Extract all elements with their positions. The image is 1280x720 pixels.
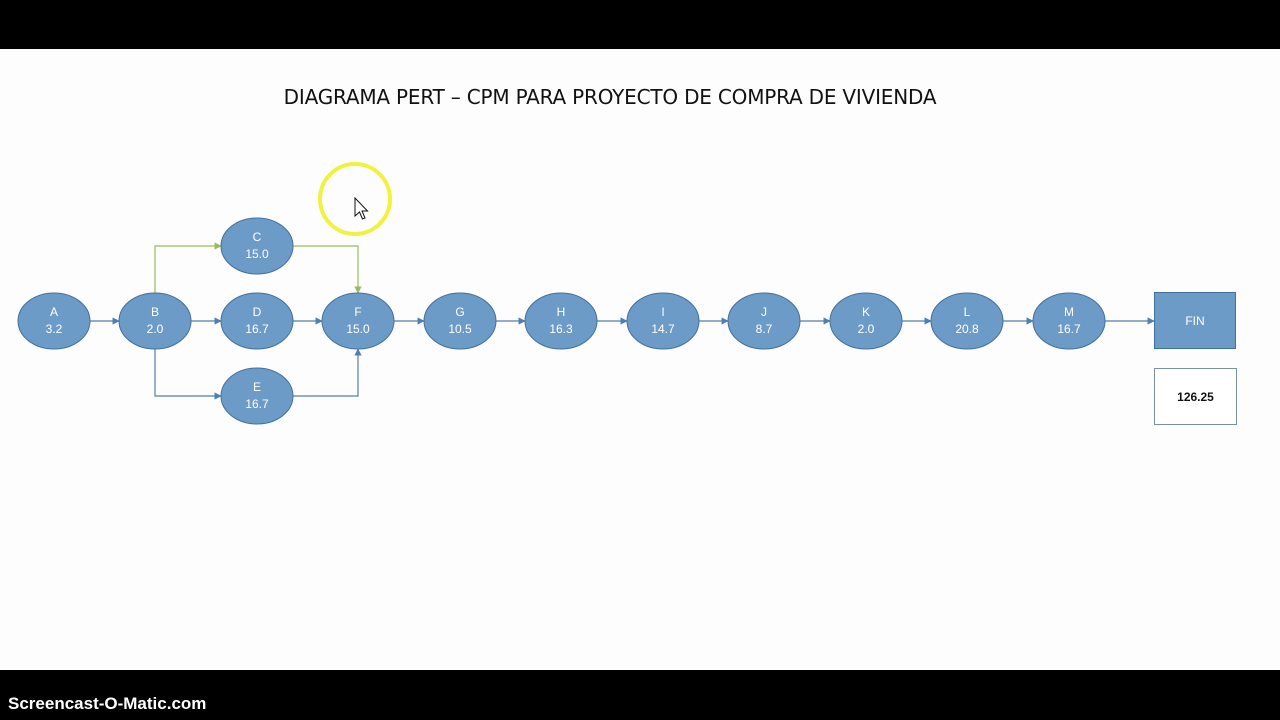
node-shape xyxy=(1032,292,1106,350)
node-shape xyxy=(829,292,903,350)
edge-b-e xyxy=(154,349,222,400)
node-id-label: A xyxy=(50,305,58,319)
activity-node-m: M 16.7 xyxy=(1032,292,1106,350)
node-id-label: B xyxy=(151,305,159,319)
fin-label: FIN xyxy=(1185,313,1205,328)
node-id-label: D xyxy=(253,305,262,319)
node-shape xyxy=(220,217,294,275)
screencast-watermark: Screencast-O-Matic.com xyxy=(8,694,207,713)
node-id-label: I xyxy=(661,305,664,319)
node-duration-label: 2.0 xyxy=(858,322,875,336)
activity-node-h: H 16.3 xyxy=(524,292,598,350)
node-id-label: L xyxy=(964,305,971,319)
node-duration-label: 3.2 xyxy=(46,322,63,336)
node-shape xyxy=(524,292,598,350)
node-shape xyxy=(220,367,294,425)
edge-b-c xyxy=(154,242,222,293)
node-id-label: E xyxy=(253,380,261,394)
node-shape xyxy=(220,292,294,350)
node-shape xyxy=(321,292,395,350)
node-duration-label: 2.0 xyxy=(147,322,164,336)
activity-node-j: J 8.7 xyxy=(727,292,801,350)
node-shape xyxy=(626,292,700,350)
node-duration-label: 20.8 xyxy=(955,322,979,336)
activity-node-k: K 2.0 xyxy=(829,292,903,350)
total-duration-value: 126.25 xyxy=(1177,389,1214,404)
node-duration-label: 8.7 xyxy=(756,322,773,336)
node-id-label: M xyxy=(1064,305,1074,319)
cursor-highlight xyxy=(318,162,392,236)
nodes-layer: A3.2B2.0C15.0D16.7E16.7F15.0G10.5H16.3I1… xyxy=(17,217,1106,425)
node-id-label: J xyxy=(761,305,767,319)
slide-canvas xyxy=(0,49,1280,670)
activity-node-g: G 10.5 xyxy=(423,292,497,350)
node-shape xyxy=(423,292,497,350)
node-duration-label: 16.7 xyxy=(245,397,269,411)
edge-e-f xyxy=(293,348,362,397)
node-shape xyxy=(727,292,801,350)
node-duration-label: 16.3 xyxy=(549,322,573,336)
node-shape xyxy=(118,292,192,350)
activity-node-l: L 20.8 xyxy=(930,292,1004,350)
node-id-label: G xyxy=(455,305,464,319)
activity-node-i: I 14.7 xyxy=(626,292,700,350)
total-duration-box: 126.25 xyxy=(1154,368,1237,425)
node-shape xyxy=(930,292,1004,350)
node-id-label: H xyxy=(557,305,566,319)
activity-node-d: D 16.7 xyxy=(220,292,294,350)
node-duration-label: 10.5 xyxy=(448,322,472,336)
arrow-cursor-icon xyxy=(354,196,369,220)
edges-layer xyxy=(90,242,1155,400)
edge-c-f xyxy=(293,245,362,294)
node-duration-label: 16.7 xyxy=(245,322,269,336)
node-id-label: F xyxy=(354,305,361,319)
diagram-title: DIAGRAMA PERT – CPM PARA PROYECTO DE COM… xyxy=(283,85,937,109)
node-shape xyxy=(17,292,91,350)
node-id-label: C xyxy=(253,230,262,244)
node-duration-label: 14.7 xyxy=(651,322,675,336)
activity-node-c: C 15.0 xyxy=(220,217,294,275)
activity-node-a: A 3.2 xyxy=(17,292,91,350)
node-id-label: K xyxy=(862,305,870,319)
activity-node-e: E 16.7 xyxy=(220,367,294,425)
activity-node-f: F 15.0 xyxy=(321,292,395,350)
node-duration-label: 16.7 xyxy=(1057,322,1081,336)
activity-node-b: B 2.0 xyxy=(118,292,192,350)
node-duration-label: 15.0 xyxy=(346,322,370,336)
fin-node: FIN xyxy=(1154,292,1236,349)
node-duration-label: 15.0 xyxy=(245,247,269,261)
